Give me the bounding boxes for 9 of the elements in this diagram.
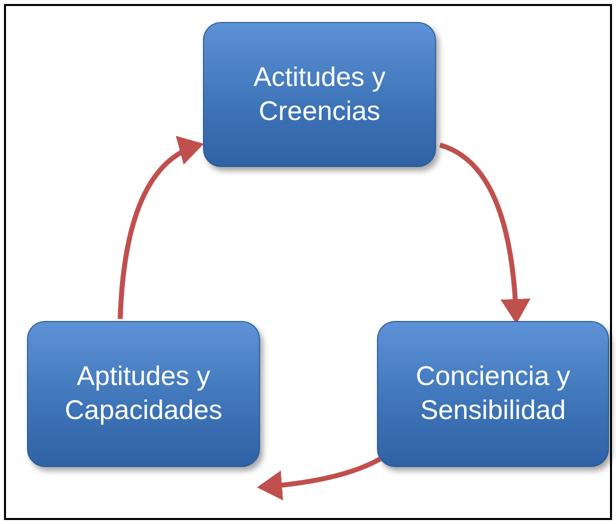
process-box <box>27 321 260 467</box>
curved-arrow <box>118 138 204 320</box>
box-label: Conciencia y Sensibilidad <box>414 360 572 427</box>
process-box <box>203 22 436 167</box>
process-box <box>377 321 609 467</box>
box-label: Actitudes y Creencias <box>252 60 387 128</box>
curved-arrow <box>439 142 530 324</box>
box-label: Aptitudes y Capacidades <box>64 360 224 427</box>
curved-arrow <box>257 456 382 500</box>
